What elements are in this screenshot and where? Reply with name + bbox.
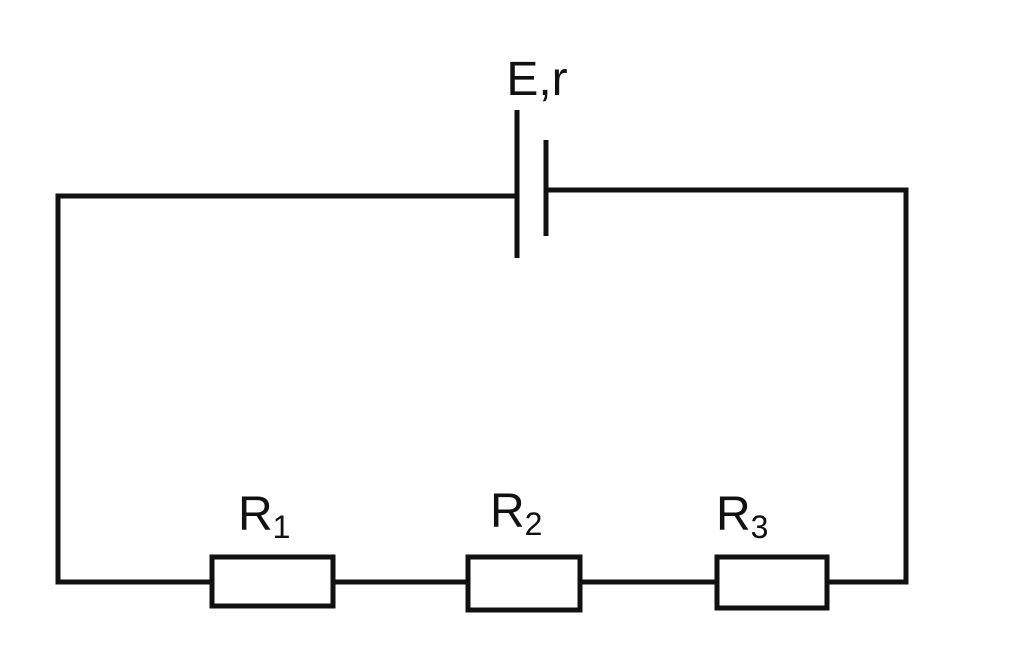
resistor-r3: R3 [714, 488, 830, 611]
source-label: E,r [506, 53, 567, 106]
resistor-r3-body [714, 554, 830, 611]
resistor-r3-index: 3 [751, 509, 769, 545]
wire-top-left [55, 193, 520, 585]
resistor-r1-label: R1 [238, 488, 290, 545]
resistor-r1: R1 [209, 488, 336, 609]
resistor-r2: R2 [465, 485, 583, 613]
resistor-r2-letter: R [490, 485, 525, 538]
resistor-r1-body [209, 554, 336, 609]
resistor-r1-index: 1 [273, 509, 291, 545]
resistor-r2-label: R2 [490, 485, 542, 542]
resistor-r1-letter: R [238, 488, 273, 541]
resistor-r3-label: R3 [716, 488, 768, 545]
resistor-r2-index: 2 [525, 506, 543, 542]
wire-top-right [543, 187, 909, 585]
resistor-r2-body [465, 554, 583, 613]
resistor-r3-letter: R [716, 488, 751, 541]
